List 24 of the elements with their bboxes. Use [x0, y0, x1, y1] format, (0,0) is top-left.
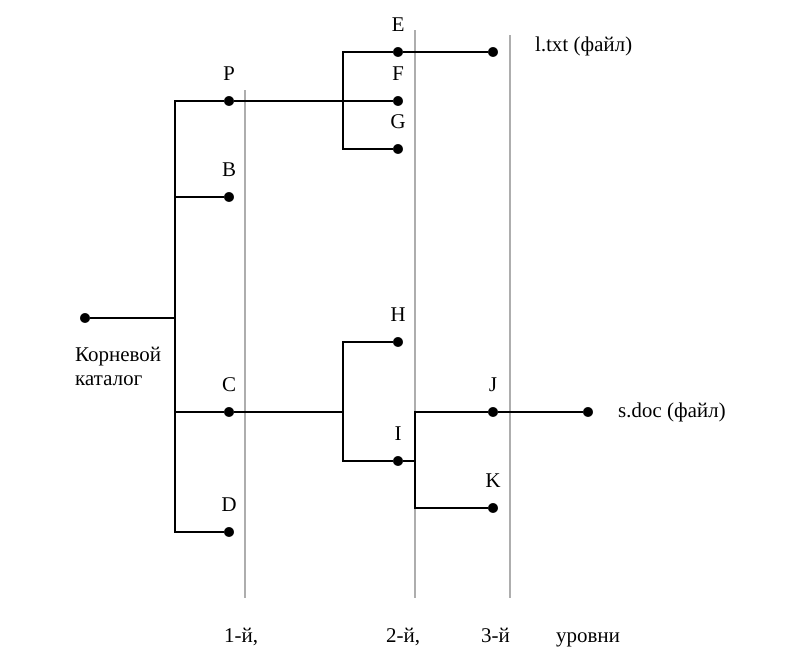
node-label: E — [392, 14, 404, 35]
node-label: P — [223, 63, 235, 84]
node-label: D — [221, 494, 237, 515]
level-label: 2-й, — [386, 625, 420, 646]
tree-connector — [498, 411, 583, 413]
level-label: 1-й, — [224, 625, 258, 646]
node-label: C — [222, 374, 236, 395]
caption-text: l.txt (файл) — [535, 32, 634, 56]
node-label: F — [392, 63, 404, 84]
node-label: G — [390, 111, 406, 132]
tree-connector — [403, 460, 488, 509]
node-label: J — [488, 374, 498, 395]
level-label: уровни — [556, 625, 620, 646]
node-label: K — [485, 470, 501, 491]
node-label: I — [394, 423, 402, 444]
node-label: B — [222, 159, 236, 180]
caption-text: Корневой каталог — [75, 342, 162, 390]
tree-connector — [234, 100, 393, 150]
tree-connector — [234, 411, 393, 462]
node-label: H — [390, 304, 406, 325]
tree-connector — [90, 317, 224, 533]
caption-text: s.doc (файл) — [618, 398, 727, 422]
tree-connector — [403, 51, 488, 53]
level-label: 3-й — [481, 625, 510, 646]
